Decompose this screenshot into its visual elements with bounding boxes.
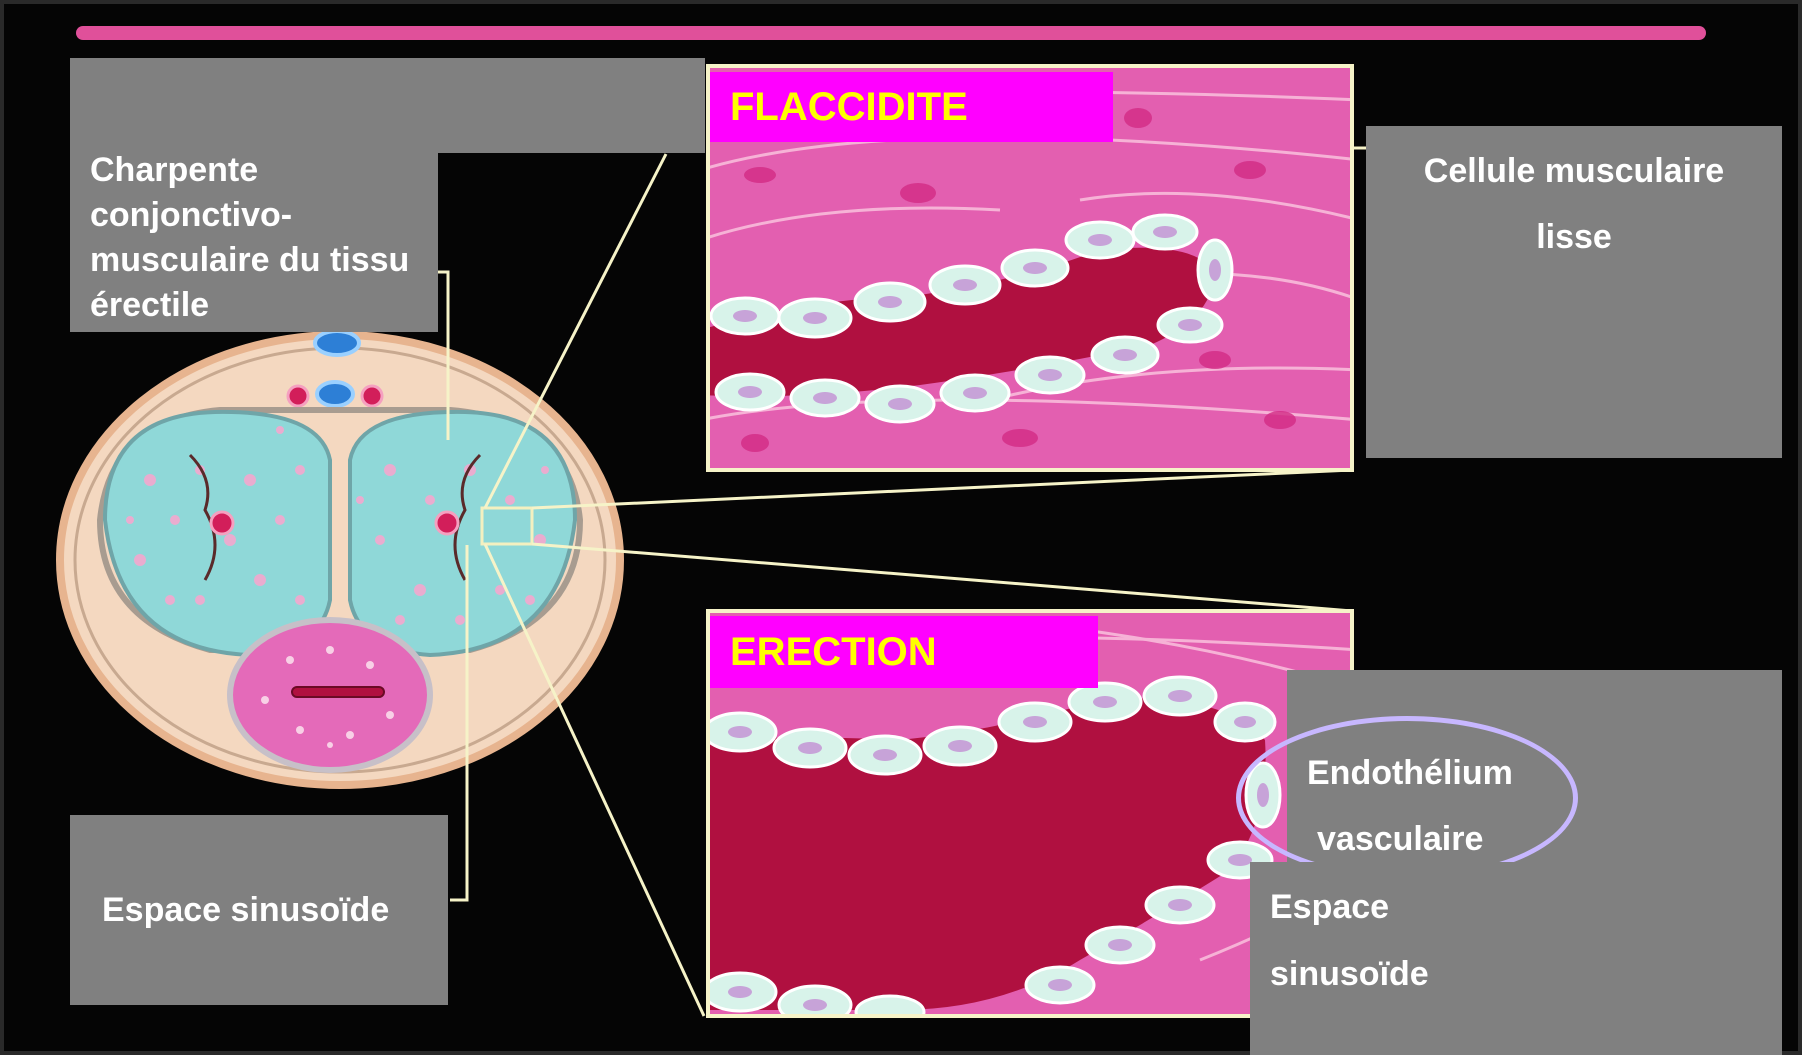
framework-label-text: Charpente conjonctivo-musculaire du tiss… (90, 151, 409, 324)
erection-title-text: ERECTION (730, 630, 937, 675)
sinusoid-right-label: Espace sinusoïde (1250, 862, 1782, 1055)
erection-title: ERECTION (710, 616, 1098, 688)
muscle-cell-line1: Cellule musculaire (1366, 138, 1782, 204)
flaccid-title-text: FLACCIDITE (730, 85, 968, 130)
sinusoid-left-text: Espace sinusoïde (102, 891, 389, 930)
muscle-cell-line2: lisse (1366, 204, 1782, 270)
flaccid-title: FLACCIDITE (710, 72, 1113, 142)
muscle-cell-label: Cellule musculaire lisse (1366, 126, 1782, 458)
framework-label-top-strip (70, 58, 705, 153)
sinusoid-right-line2: sinusoïde (1270, 941, 1782, 1008)
cross-section (60, 331, 620, 785)
sinusoid-right-line1: Espace (1270, 874, 1782, 941)
endothelium-highlight-ring (1236, 716, 1578, 880)
sinusoid-left-label: Espace sinusoïde (70, 815, 448, 1005)
framework-label: Charpente conjonctivo-musculaire du tiss… (70, 140, 438, 332)
